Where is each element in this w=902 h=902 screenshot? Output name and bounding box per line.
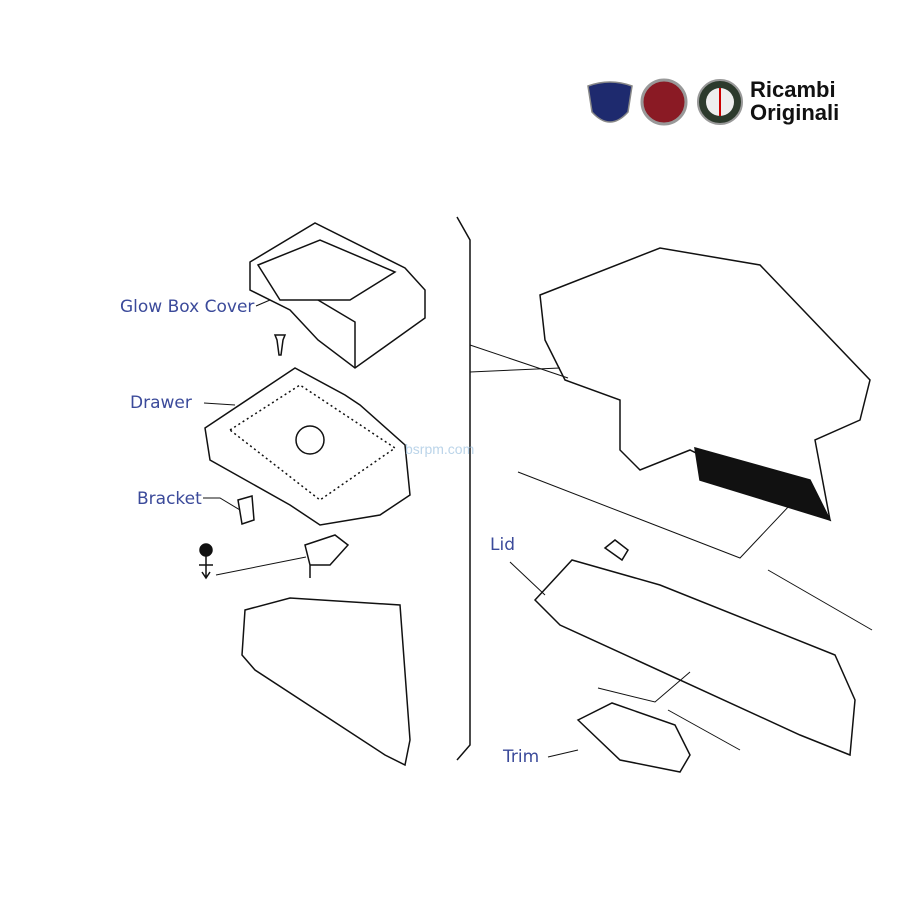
brand-logos xyxy=(587,78,743,126)
brand-tagline: Ricambi Originali xyxy=(750,78,839,124)
lid-clip-part xyxy=(603,539,629,562)
lower-housing-part xyxy=(241,597,411,767)
fastener-symbol-icon xyxy=(199,543,213,580)
divider-line xyxy=(456,216,471,761)
tagline-line2: Originali xyxy=(750,100,840,125)
glove-box-cover-part xyxy=(249,222,426,369)
label-drawer: Drawer xyxy=(130,393,192,413)
label-bracket: Bracket xyxy=(137,489,202,509)
leader-lines xyxy=(203,299,873,758)
lid-part xyxy=(533,559,856,757)
fiat-logo xyxy=(640,78,688,126)
screw-part xyxy=(273,334,287,356)
drawer-part xyxy=(204,367,411,526)
watermark: bsrpm.com xyxy=(405,441,475,457)
label-trim: Trim xyxy=(503,747,540,767)
tagline-line1: Ricambi xyxy=(750,77,836,102)
clip-part xyxy=(304,534,350,578)
lancia-logo xyxy=(587,81,633,123)
dashboard-part xyxy=(539,247,871,522)
label-glow-box-cover: Glow Box Cover xyxy=(120,297,255,317)
trim-part xyxy=(576,702,691,773)
bracket-part xyxy=(237,495,255,525)
label-lid: Lid xyxy=(490,535,515,555)
